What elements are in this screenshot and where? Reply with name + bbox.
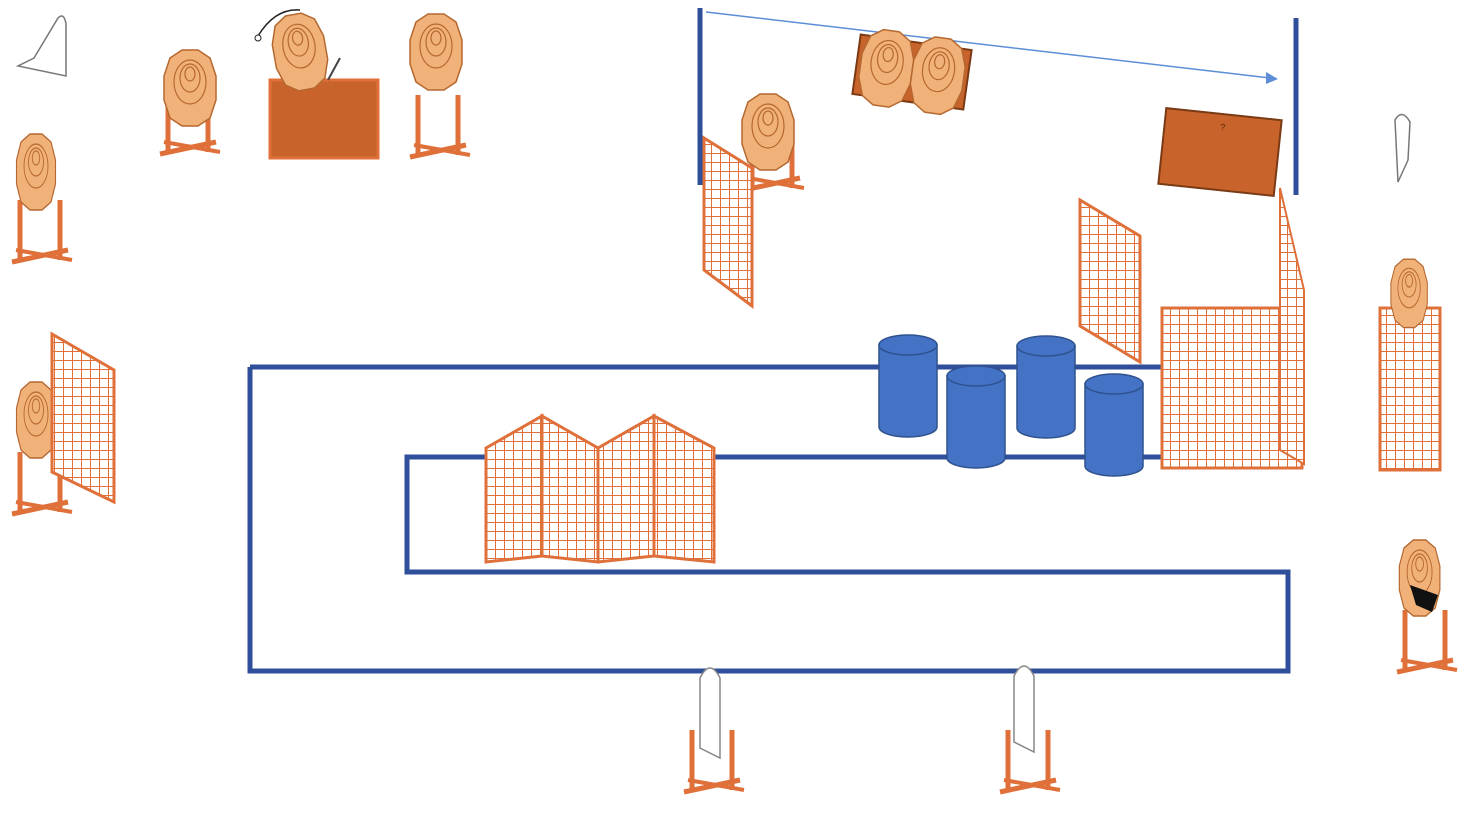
paper-target-1 bbox=[160, 49, 220, 154]
no-shoot-bottom-1 bbox=[684, 667, 744, 792]
no-shoot-bottom-2 bbox=[1000, 665, 1060, 792]
mesh-wall-center-right bbox=[1078, 197, 1142, 365]
barrel-icon bbox=[946, 365, 1006, 469]
wooden-box-icon: ? bbox=[1157, 107, 1283, 197]
swinger-box bbox=[254, 9, 380, 160]
movement-arrow-icon bbox=[705, 11, 1278, 84]
mesh-wall-top bbox=[702, 135, 754, 309]
mesh-wall-far-right bbox=[1378, 258, 1442, 472]
no-shoot-target-icon bbox=[1394, 113, 1411, 183]
folding-mesh-wall bbox=[484, 413, 716, 564]
barrel-icon bbox=[878, 334, 938, 438]
moving-target-carrier bbox=[851, 26, 973, 118]
paper-target-6 bbox=[1397, 539, 1457, 672]
paper-target-2 bbox=[410, 13, 470, 157]
mesh-wall-right-large bbox=[1160, 187, 1305, 470]
no-shoot-target-icon bbox=[15, 15, 67, 77]
barrel-group bbox=[878, 334, 1144, 477]
barrel-icon bbox=[1084, 373, 1144, 477]
paper-target-4 bbox=[12, 133, 72, 262]
svg-text:?: ? bbox=[1220, 122, 1226, 132]
barrel-icon bbox=[1016, 335, 1076, 439]
mesh-wall-left bbox=[50, 331, 116, 505]
